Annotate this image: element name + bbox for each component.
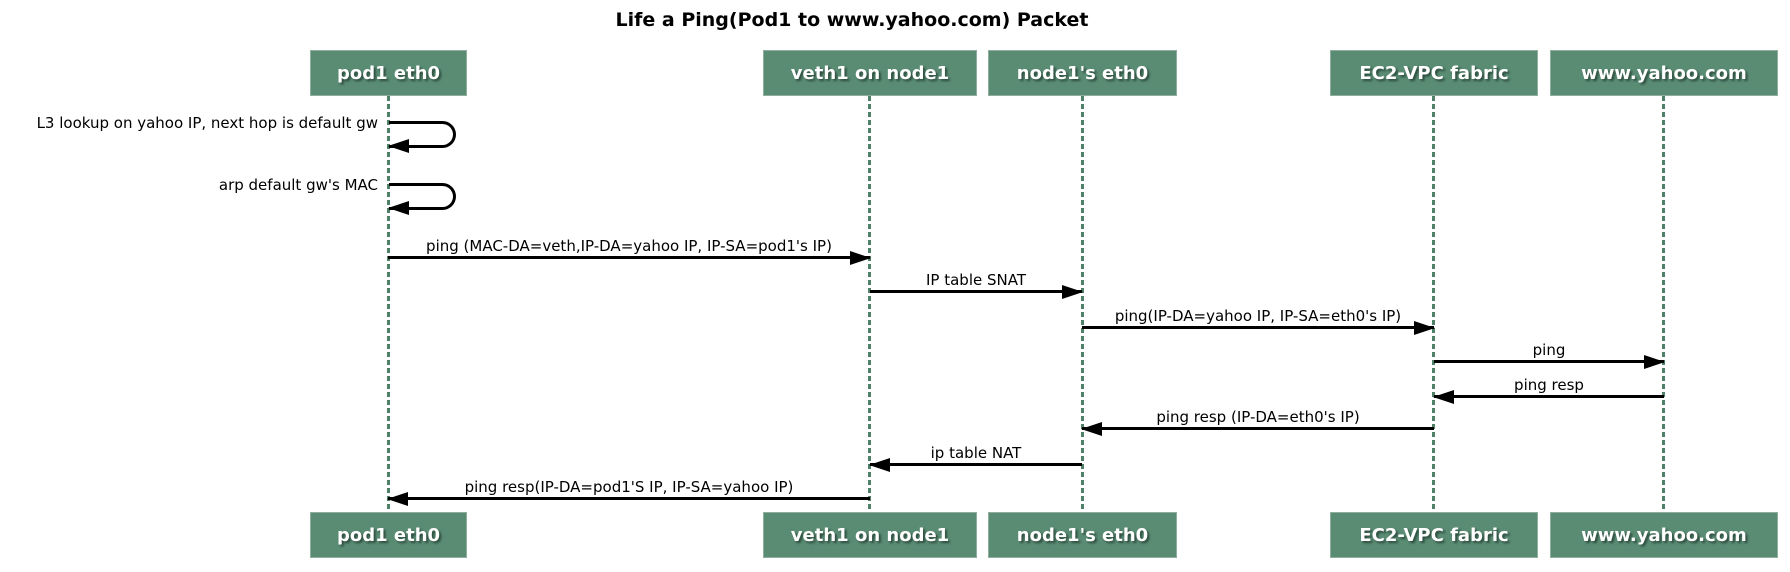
message-ping-resp-to-pod1: ping resp(IP-DA=pod1'S IP, IP-SA=yahoo I… bbox=[387, 478, 870, 506]
self-message-arp-default-gw bbox=[388, 183, 456, 215]
participant-top-www-yahoo-com: www.yahoo.com bbox=[1550, 50, 1778, 96]
message-label: IP table SNAT bbox=[926, 271, 1026, 289]
participant-top-veth1-on-node1: veth1 on node1 bbox=[763, 50, 977, 96]
participant-bottom-pod1-eth0: pod1 eth0 bbox=[310, 512, 467, 558]
message-label-l3-lookup: L3 lookup on yahoo IP, next hop is defau… bbox=[36, 114, 378, 132]
message-ping-to-fabric: ping(IP-DA=yahoo IP, IP-SA=eth0's IP) bbox=[1082, 307, 1435, 335]
lifeline-pod1-eth0 bbox=[387, 96, 390, 512]
diagram-title: Life a Ping(Pod1 to www.yahoo.com) Packe… bbox=[615, 9, 1089, 31]
message-ping-resp-from-yahoo: ping resp bbox=[1433, 376, 1664, 404]
arrowhead-right-icon bbox=[850, 250, 871, 265]
arrowhead-left-icon bbox=[1433, 389, 1454, 404]
message-label: ping resp(IP-DA=pod1'S IP, IP-SA=yahoo I… bbox=[464, 478, 794, 496]
lifeline-node1s-eth0 bbox=[1081, 96, 1084, 512]
message-label: ping (MAC-DA=veth,IP-DA=yahoo IP, IP-SA=… bbox=[426, 237, 832, 255]
arrowhead-left-icon bbox=[388, 201, 409, 215]
participant-bottom-node1s-eth0: node1's eth0 bbox=[988, 512, 1177, 558]
message-label-arp-default-gw: arp default gw's MAC bbox=[218, 176, 378, 194]
arrowhead-right-icon bbox=[1062, 284, 1083, 299]
message-ip-table-snat: IP table SNAT bbox=[870, 271, 1083, 299]
message-ping-resp-to-eth0: ping resp (IP-DA=eth0's IP) bbox=[1081, 408, 1434, 436]
arrowhead-left-icon bbox=[387, 491, 408, 506]
message-ping-to-yahoo: ping bbox=[1434, 341, 1665, 369]
participant-bottom-ec2-vpc-fabric: EC2-VPC fabric bbox=[1330, 512, 1538, 558]
message-ping-to-veth1: ping (MAC-DA=veth,IP-DA=yahoo IP, IP-SA=… bbox=[388, 237, 871, 265]
message-label: ping resp bbox=[1514, 376, 1584, 394]
message-label: ping bbox=[1532, 341, 1566, 359]
participant-top-node1s-eth0: node1's eth0 bbox=[988, 50, 1177, 96]
message-label: ping resp (IP-DA=eth0's IP) bbox=[1156, 408, 1360, 426]
arrowhead-right-icon bbox=[1644, 354, 1665, 369]
arrowhead-left-icon bbox=[1081, 421, 1102, 436]
participant-top-ec2-vpc-fabric: EC2-VPC fabric bbox=[1330, 50, 1538, 96]
self-message-l3-lookup bbox=[388, 121, 456, 153]
participant-top-pod1-eth0: pod1 eth0 bbox=[310, 50, 467, 96]
lifeline-ec2-vpc-fabric bbox=[1432, 96, 1435, 512]
participant-bottom-veth1-on-node1: veth1 on node1 bbox=[763, 512, 977, 558]
message-label: ip table NAT bbox=[930, 444, 1022, 462]
message-ip-table-nat: ip table NAT bbox=[869, 444, 1082, 472]
message-label: ping(IP-DA=yahoo IP, IP-SA=eth0's IP) bbox=[1114, 307, 1402, 325]
arrowhead-left-icon bbox=[388, 139, 409, 153]
lifeline-veth1-on-node1 bbox=[868, 96, 871, 512]
participant-bottom-www-yahoo-com: www.yahoo.com bbox=[1550, 512, 1778, 558]
lifeline-www-yahoo-com bbox=[1662, 96, 1665, 512]
arrowhead-left-icon bbox=[869, 457, 890, 472]
arrowhead-right-icon bbox=[1414, 320, 1435, 335]
